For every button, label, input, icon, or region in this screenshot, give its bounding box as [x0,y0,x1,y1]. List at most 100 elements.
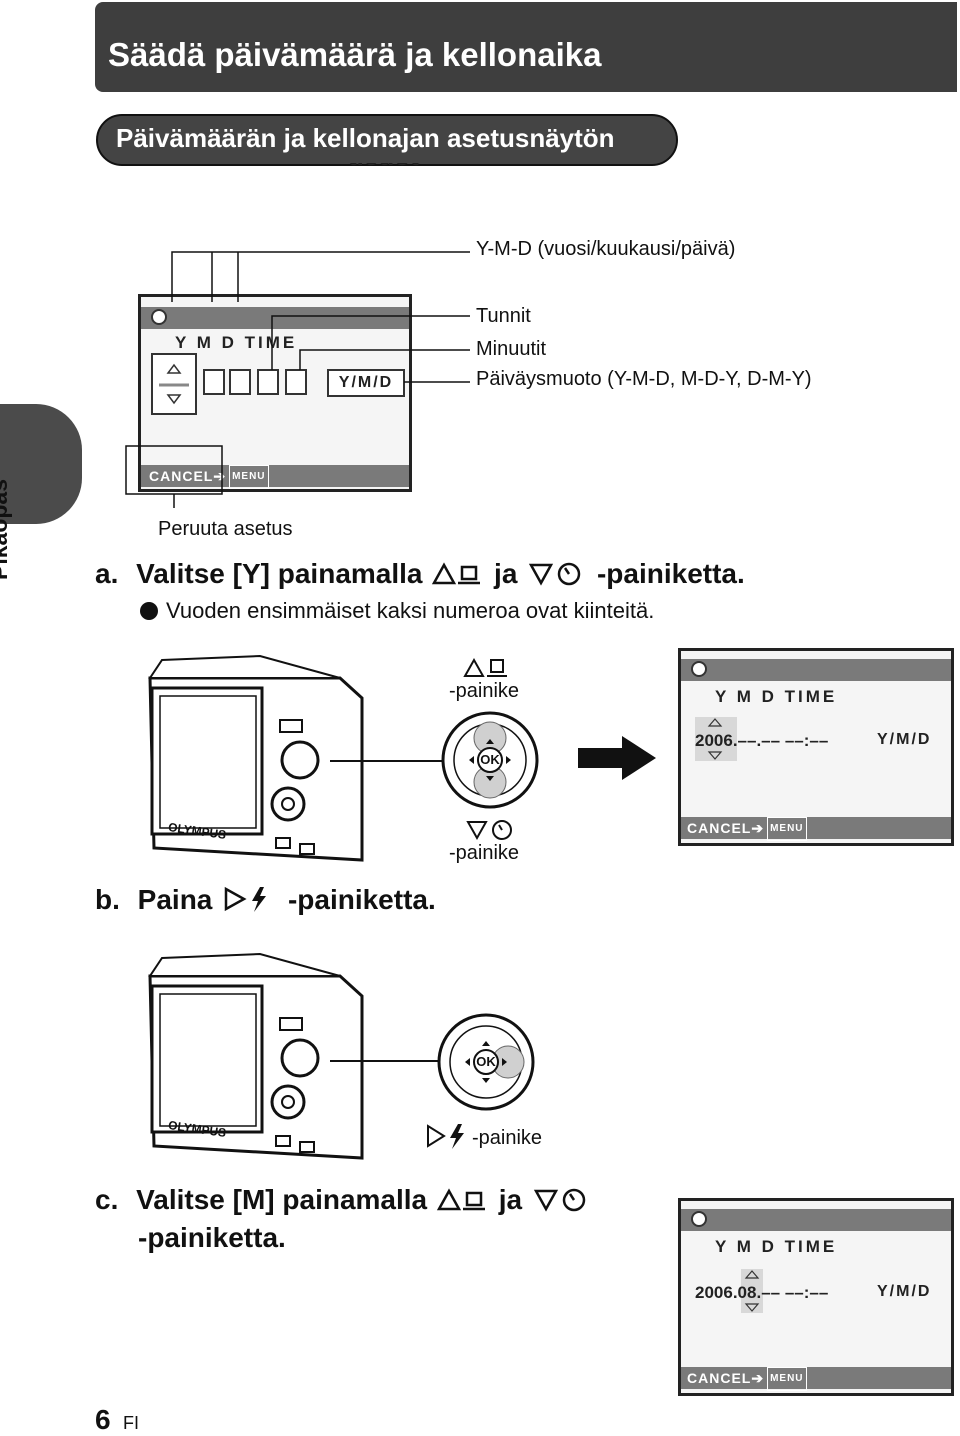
screen-top-bar [141,307,409,329]
rest-value: .––.–– ––:–– [732,731,829,750]
screen-bottom-bar: CANCEL➔MENU [681,817,951,842]
arrow-icon: ➔ [751,820,765,836]
up-print-icon [435,1184,499,1215]
settings-screen-month: Y M D TIME 2006.08.–– ––:–– Y/M/D CANCEL… [678,1198,954,1396]
page-footer: 6 FI [95,1404,139,1436]
up-print-icon [430,558,494,589]
step-a-marker: a. [95,558,119,589]
step-a-text-before: Valitse [Y] painamalla [136,558,423,589]
day-box [229,369,251,395]
page-title: Säädä päivämäärä ja kellonaika [108,36,602,73]
year-highlight [695,717,737,761]
screen-bottom-bar: CANCEL➔MENU [141,465,409,490]
section-heading-overflow-text: tiedot [348,163,438,172]
next-arrow-icon [578,736,656,780]
step-c: c. Valitse [M] painamalla ja [95,1184,594,1216]
cancel-label: CANCEL [149,468,214,484]
year-value: 2006. [695,1283,738,1302]
section-heading-overflow: tiedot [348,163,438,175]
down-timer-icon [466,820,512,841]
screen-top-bar [681,659,951,681]
minute-box [285,369,307,395]
up-down-arrows-icon [707,718,723,760]
year-value: 2006 [695,731,733,750]
bullet-icon [140,602,158,620]
date-format-value: Y/M/D [877,1283,932,1300]
settings-screen-year: Y M D TIME 2006.––.–– ––:–– Y/M/D CANCEL… [678,648,954,846]
menu-label: MENU [767,1367,807,1392]
clock-icon [691,661,707,677]
hour-box [257,369,279,395]
screen-column-headers: Y M D TIME [715,687,838,706]
callout-hours: Tunnit [476,305,531,327]
down-timer-icon [530,1184,594,1215]
step-b-text-before: Paina [137,884,213,915]
arrow-icon: ➔ [213,468,227,484]
arrow-pad[interactable]: OK [440,710,540,810]
step-c-text-before: Valitse [M] painamalla [136,1184,428,1215]
screen-value: 2006.08.–– ––:–– [695,1283,828,1303]
year-selector [151,353,197,415]
screen-column-headers: Y M D TIME [715,1237,838,1256]
step-a: a. Valitse [Y] painamalla ja -painiketta… [95,558,745,590]
camera-illustration: OLYMPUS [140,648,370,870]
up-down-arrows-icon [159,363,189,405]
section-pill [96,114,678,166]
title-bar [95,2,957,92]
side-tab-label: Pikaopas [0,479,12,580]
arrow-icon: ➔ [751,1370,765,1386]
rest-value: .–– ––:–– [756,1283,829,1302]
right-flash-icon [427,1124,464,1149]
down-button-caption: -painike [449,842,520,864]
up-print-icon [463,657,507,677]
pointer-line [330,760,442,762]
menu-label: MENU [767,817,807,842]
screen-value: 2006.––.–– ––:–– [695,731,828,751]
step-c-text-after: -painiketta. [138,1222,286,1253]
date-format-value: Y/M/D [877,731,932,748]
down-button-icon-wrap [464,816,520,847]
screen-top-bar [681,1209,951,1231]
step-b-text-after: -painiketta. [287,884,436,915]
screen-column-headers: Y M D TIME [175,333,298,352]
settings-screen-diagram: Y M D TIME Y/M/D CANCEL➔MENU [138,294,412,492]
up-button-label [446,654,532,685]
callout-cancel: Peruuta asetus [158,518,293,540]
callout-minutes: Minuutit [476,338,547,360]
ok-button[interactable]: OK [476,1054,496,1069]
month-highlight [741,1269,763,1313]
down-timer-icon [525,558,597,589]
menu-label: MENU [229,465,269,490]
step-a-note: Vuoden ensimmäiset kaksi numeroa ovat ki… [140,598,654,624]
month-value: 08 [737,1283,757,1302]
step-a-text-after: -painiketta. [596,558,745,589]
clock-icon [691,1211,707,1227]
arrow-pad[interactable]: OK [436,1012,536,1112]
step-c-marker: c. [95,1184,119,1215]
up-button-caption: -painike [449,680,520,702]
cancel-label: CANCEL [687,820,752,836]
cancel-label: CANCEL [687,1370,752,1386]
callout-lines [125,251,470,508]
step-a-text-mid: ja [494,558,518,589]
pointer-line [330,1060,438,1062]
right-flash-icon [220,884,288,915]
step-b: b. Paina -painiketta. [95,884,436,916]
ok-button[interactable]: OK [480,752,500,767]
language-code: FI [123,1413,140,1433]
section-heading: Päivämäärän ja kellonajan asetusnäytön [116,123,615,153]
camera-illustration: OLYMPUS [140,946,370,1168]
callout-ymd: Y-M-D (vuosi/kuukausi/päivä) [476,238,736,260]
step-c-text-mid: ja [498,1184,523,1215]
up-down-arrows-icon [744,1270,760,1312]
side-tab [0,404,82,524]
right-button-label: -painike [424,1122,542,1150]
clock-icon [151,309,167,325]
page-number: 6 [95,1404,111,1435]
month-box [203,369,225,395]
right-button-caption: -painike [472,1127,543,1149]
date-format-box: Y/M/D [327,369,405,397]
callout-date-format: Päiväysmuoto (Y-M-D, M-D-Y, D-M-Y) [476,368,812,390]
step-b-marker: b. [95,884,120,915]
step-a-note-text: Vuoden ensimmäiset kaksi numeroa ovat ki… [166,598,655,623]
